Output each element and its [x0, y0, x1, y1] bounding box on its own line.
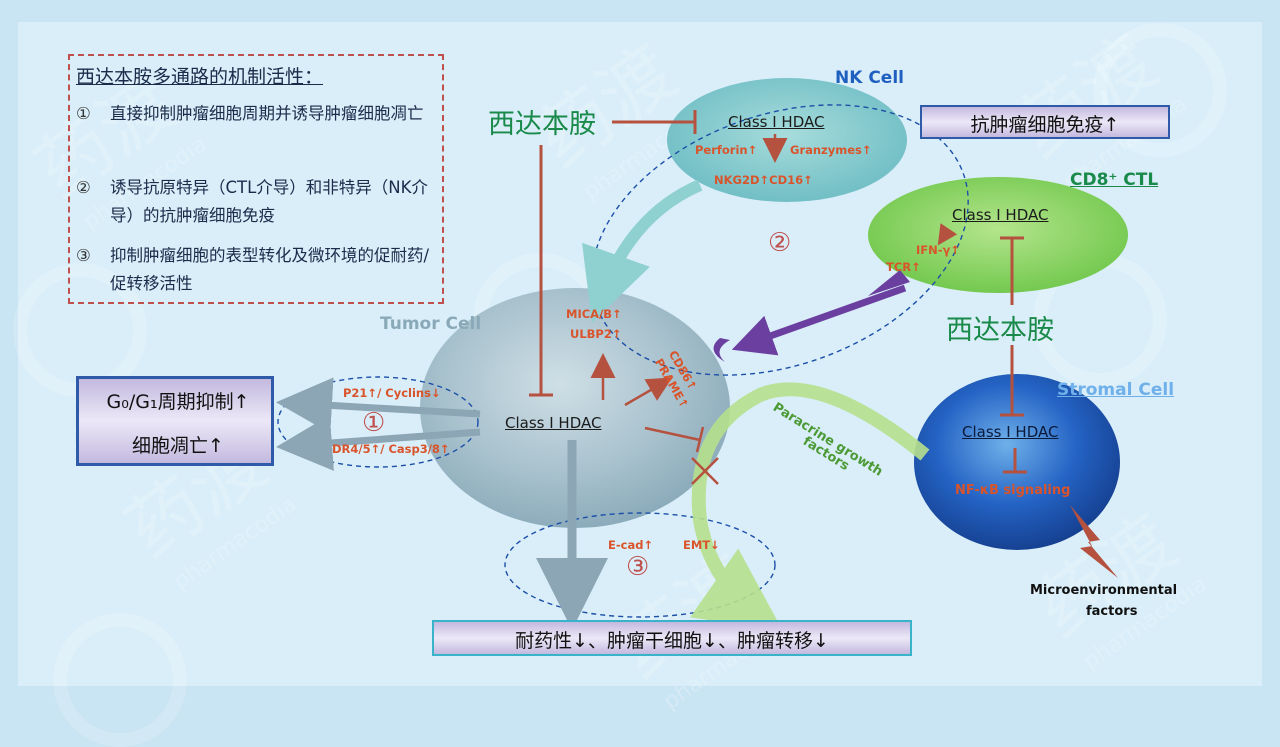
cell-cycle-text: G₀/G₁周期抑制↑: [106, 391, 250, 413]
mechanism-num: ②: [76, 178, 91, 197]
cycle-arrow: [276, 377, 481, 434]
block-x-2: [691, 457, 719, 485]
p21-label: P21↑/ Cyclins↓: [343, 386, 441, 400]
immune-box: 抗肿瘤细胞免疫↑: [920, 105, 1170, 139]
ctl-hdac-label: Class I HDAC: [952, 206, 1049, 224]
ctl-cell-label: CD8⁺ CTL: [1070, 170, 1159, 190]
tumor-hdac-label: Class I HDAC: [505, 414, 602, 432]
apoptosis-arrow: [276, 414, 481, 471]
tcr-label: TCR↑: [886, 260, 921, 274]
nk-hdac-label: Class I HDAC: [728, 113, 825, 131]
immune-text: 抗肿瘤细胞免疫↑: [970, 114, 1120, 136]
mechanism-num: ①: [76, 104, 91, 123]
mechanism-item: ③ 抑制肿瘤细胞的表型转化及微环境的促耐药/促转移活性: [76, 242, 436, 298]
cd86-arrow: [624, 377, 673, 407]
nfkb-label: NF-κB signaling: [955, 483, 1071, 498]
drug-name-right: 西达本胺: [946, 315, 1054, 346]
tumor-cell: [420, 288, 730, 528]
micro-factors-label-1: Microenvironmental: [1030, 583, 1178, 598]
nk-cell-label: NK Cell: [835, 68, 904, 88]
mechanism-box: 西达本胺多通路的机制活性： ① 直接抑制肿瘤细胞周期并诱导肿瘤细胞凋亡 ② 诱导…: [68, 54, 444, 304]
ecad-label: E-cad↑: [608, 538, 654, 552]
ulbp-label: ULBP2↑: [570, 327, 622, 341]
outcome-box: 耐药性↓、肿瘤干细胞↓、肿瘤转移↓: [432, 620, 912, 656]
mica-label: MICA/B↑: [566, 307, 622, 321]
dr4-label: DR4/5↑/ Casp3/8↑: [332, 442, 450, 456]
circled-number-one: ①: [362, 408, 386, 438]
mechanism-title: 西达本胺多通路的机制活性：: [76, 66, 324, 88]
circled-number-three: ③: [626, 552, 650, 582]
drug-name-top: 西达本胺: [488, 109, 596, 140]
stromal-cell: [914, 374, 1120, 550]
ctl-cell: [868, 177, 1128, 293]
circled-number-two: ②: [768, 228, 792, 258]
mechanism-text: 诱导抗原特异（CTL介导）和非特异（NK介导）的抗肿瘤细胞免疫: [110, 178, 428, 225]
nk-attack-arrow: [582, 179, 703, 323]
mechanism-text: 直接抑制肿瘤细胞周期并诱导肿瘤细胞凋亡: [110, 104, 424, 123]
emt-label: EMT↓: [683, 538, 720, 552]
stromal-hdac-label: Class I HDAC: [962, 423, 1059, 441]
ctl-internal-arrow: [937, 223, 958, 246]
ctl-attack-arrow: [731, 284, 907, 356]
mechanism-text: 抑制肿瘤细胞的表型转化及微环境的促耐药/促转移活性: [110, 246, 430, 293]
perforin-label: Perforin↑: [695, 143, 758, 157]
stromal-cell-label: Stromal Cell: [1057, 380, 1175, 400]
inhibit-emt-bar: [695, 426, 705, 453]
paracrine-arrow: [690, 382, 930, 632]
mechanism-item: ② 诱导抗原特异（CTL介导）和非特异（NK介导）的抗肿瘤细胞免疫: [76, 174, 436, 230]
micro-factors-label-2: factors: [1086, 604, 1138, 619]
ctl-contact-icon: [713, 338, 730, 362]
mechanism-item: ① 直接抑制肿瘤细胞周期并诱导肿瘤细胞凋亡: [76, 100, 436, 156]
apoptosis-text: 细胞凋亡↑: [132, 435, 224, 457]
granzymes-label: Granzymes↑: [790, 143, 872, 157]
nk-receptors-label: NKG2D↑CD16↑: [714, 173, 813, 187]
ifn-label: IFN-γ↑: [916, 243, 961, 257]
outcome-text: 耐药性↓、肿瘤干细胞↓、肿瘤转移↓: [515, 630, 829, 652]
cell-cycle-box: G₀/G₁周期抑制↑ 细胞凋亡↑: [76, 376, 274, 466]
ctl-arrow-tail: [868, 270, 910, 296]
lightning-bolt-icon: [1070, 505, 1118, 578]
tumor-cell-label: Tumor Cell: [380, 314, 482, 334]
inhibit-emt-line: [644, 426, 701, 442]
mechanism-num: ③: [76, 246, 91, 265]
